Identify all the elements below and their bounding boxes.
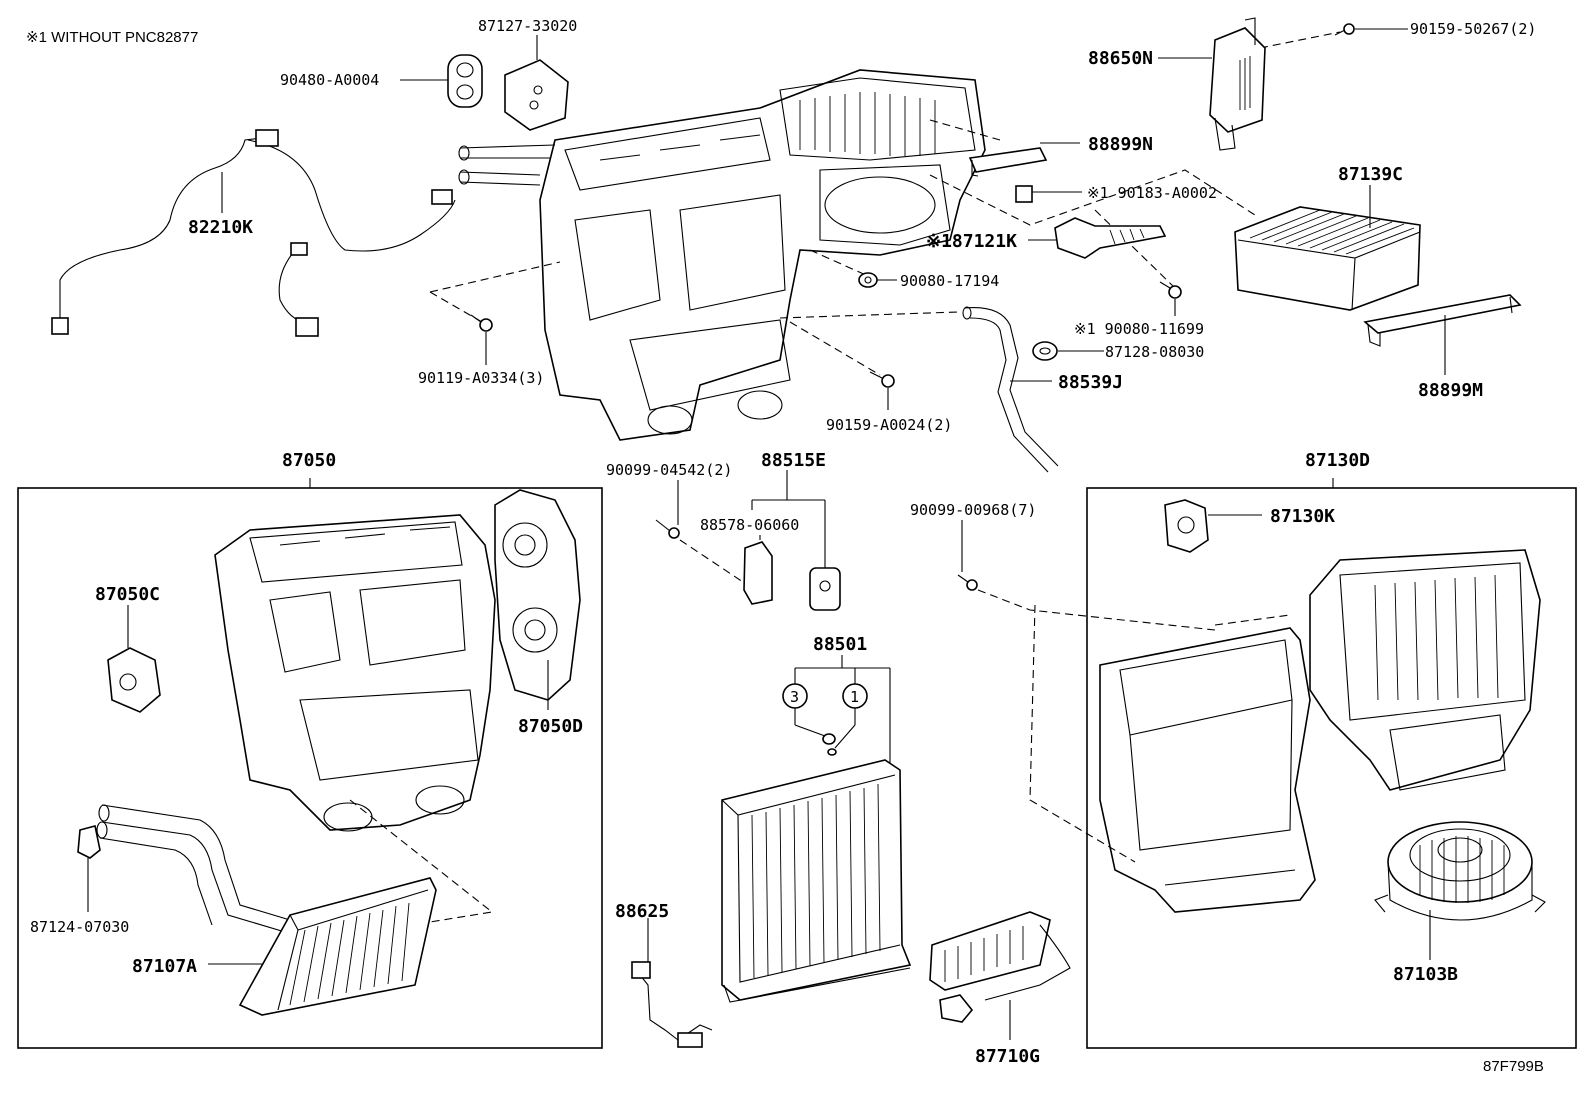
label-87050: 87050 [282, 450, 336, 471]
part-90099-04542: 90099-04542(2) [606, 461, 732, 539]
diagram-code: 87F799B [1483, 1058, 1544, 1075]
svg-text:87139C: 87139C [1338, 164, 1403, 185]
part-87128-08030: 87128-08030 [1032, 341, 1204, 361]
hvac-unit-top [458, 69, 986, 441]
part-88625: 88625 [615, 901, 713, 1048]
part-87107A: 87107A [132, 877, 437, 1016]
part-90099-00968: 90099-00968(7) [910, 501, 1036, 591]
svg-text:87130K: 87130K [1270, 506, 1335, 527]
part-90480-A0004: 90480-A0004 [280, 54, 483, 108]
part-82210K: 82210K [51, 129, 456, 337]
part-90159-50267: 90159-50267(2) [1334, 20, 1536, 38]
part-88515E: 88515E [751, 450, 826, 568]
part-87130K: 87130K [1164, 499, 1335, 553]
svg-text:82210K: 82210K [188, 217, 253, 238]
svg-text:90080-17194: 90080-17194 [900, 272, 999, 290]
svg-text:87124-07030: 87124-07030 [30, 918, 129, 936]
svg-text:※187121K: ※187121K [926, 231, 1017, 252]
svg-text:88539J: 88539J [1058, 372, 1123, 393]
callout-circle-3: 3 [782, 683, 826, 737]
svg-text:88899N: 88899N [1088, 134, 1153, 155]
part-evaporator [721, 759, 912, 1003]
part-87050C: 87050C [95, 584, 161, 713]
hvac-case-87050 [214, 514, 496, 832]
part-87124-07030: 87124-07030 [30, 825, 129, 936]
svg-text:90119-A0334(3): 90119-A0334(3) [418, 369, 544, 387]
svg-text:1: 1 [850, 688, 859, 706]
part-90159-A0024: 90159-A0024(2) [826, 371, 952, 434]
svg-text:87050C: 87050C [95, 584, 160, 605]
svg-text:87127-33020: 87127-33020 [478, 17, 577, 35]
part-90080-11699: ※1 90080-11699 [1074, 281, 1204, 338]
svg-text:88501: 88501 [813, 634, 867, 655]
svg-text:3: 3 [790, 688, 799, 706]
svg-text:90159-50267(2): 90159-50267(2) [1410, 20, 1536, 38]
svg-text:88650N: 88650N [1088, 48, 1153, 69]
svg-text:90159-A0024(2): 90159-A0024(2) [826, 416, 952, 434]
part-87050D: 87050D [494, 489, 583, 737]
svg-text:88625: 88625 [615, 901, 669, 922]
svg-text:87050D: 87050D [518, 716, 583, 737]
part-blower-case [1309, 549, 1541, 791]
part-evaporator-case [1099, 627, 1316, 913]
part-88650N: 88650N [1088, 17, 1266, 151]
part-88578-06060: 88578-06060 [700, 516, 799, 605]
callout-circle-1: 1 [834, 683, 868, 749]
part-88501: 88501 [794, 634, 891, 765]
svg-text:※1 90080-11699: ※1 90080-11699 [1074, 320, 1204, 338]
svg-text:90480-A0004: 90480-A0004 [280, 71, 379, 89]
svg-text:88578-06060: 88578-06060 [700, 516, 799, 534]
svg-text:※1 90183-A0002: ※1 90183-A0002 [1087, 184, 1217, 202]
part-87139C: 87139C [1234, 164, 1421, 311]
part-87127-33020: 87127-33020 [478, 17, 577, 131]
svg-text:90099-04542(2): 90099-04542(2) [606, 461, 732, 479]
svg-text:88515E: 88515E [761, 450, 826, 471]
part-87710G: 87710G [929, 911, 1071, 1067]
part-90080-17194: 90080-17194 [858, 272, 999, 290]
svg-text:87103B: 87103B [1393, 964, 1458, 985]
part-90183-A0002: ※1 90183-A0002 [1015, 184, 1217, 203]
part-88899N: 88899N [968, 134, 1153, 177]
svg-text:87107A: 87107A [132, 956, 197, 977]
part-87103B: 87103B [1374, 821, 1546, 985]
part-88539J: 88539J [962, 306, 1123, 473]
footnote: ※1 WITHOUT PNC82877 [26, 29, 198, 46]
svg-text:88899M: 88899M [1418, 380, 1483, 401]
svg-text:90099-00968(7): 90099-00968(7) [910, 501, 1036, 519]
part-90119-A0334: 90119-A0334(3) [418, 314, 544, 387]
svg-text:87710G: 87710G [975, 1046, 1040, 1067]
part-88899M: 88899M [1363, 294, 1522, 401]
svg-text:87128-08030: 87128-08030 [1105, 343, 1204, 361]
frame-87130D [1086, 487, 1577, 1049]
part-expansion-valve [809, 567, 841, 611]
part-87121K: ※187121K [926, 217, 1167, 259]
label-87130D: 87130D [1305, 450, 1370, 471]
